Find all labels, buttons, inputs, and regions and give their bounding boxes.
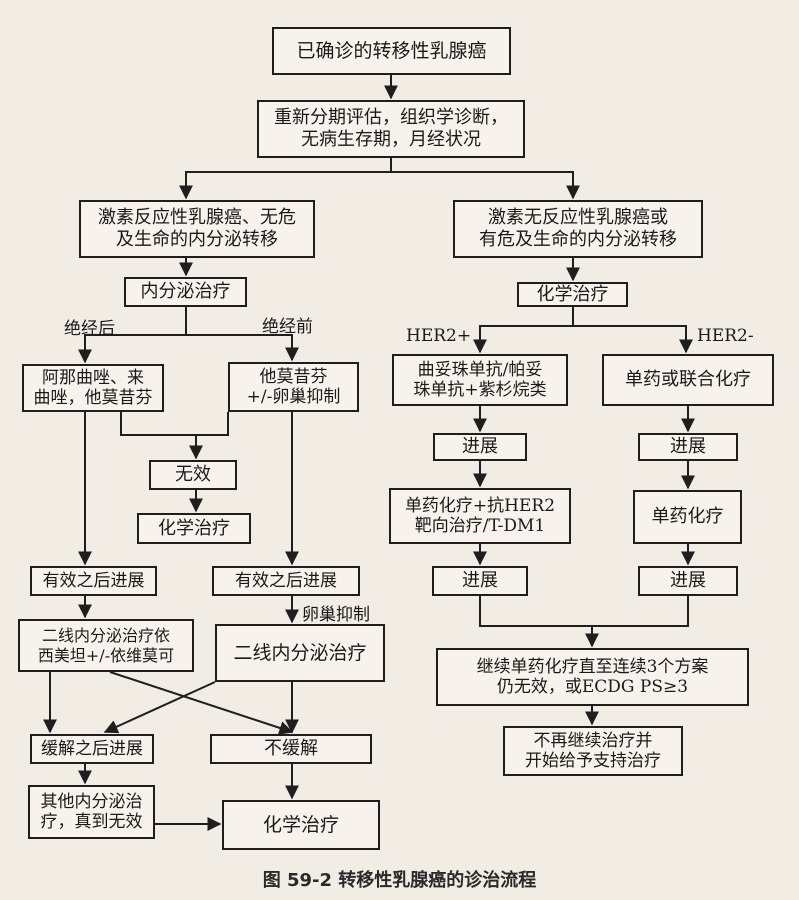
node-single-chemo-anti-her2: 单药化疗+抗HER2 靶向治疗/T-DM1 (389, 488, 571, 544)
node-progress-d: 进展 (638, 566, 738, 596)
node-tamoxifen-ovarian: 他莫昔芬 +/-卵巢抑制 (228, 362, 359, 412)
label-premenopausal: 绝经前 (262, 317, 313, 337)
node-second-line-exemestane: 二线内分泌治疗依 西美坦+/-依维莫可 (18, 619, 194, 672)
node-progress-b: 进展 (638, 433, 738, 461)
node-single-chemo: 单药化疗 (633, 490, 742, 544)
node-other-endocrine: 其他内分泌治 疗，真到无效 (28, 785, 155, 839)
node-progress-after-effective-1: 有效之后进展 (30, 566, 157, 596)
label-her2-negative: HER2- (697, 326, 754, 346)
node-ineffective: 无效 (149, 460, 237, 490)
node-no-remission: 不缓解 (210, 734, 372, 764)
node-hormone-nonresponsive: 激素无反应性乳腺癌或 有危及生命的内分泌转移 (453, 200, 703, 258)
node-endocrine-therapy: 内分泌治疗 (124, 277, 247, 307)
label-ovarian-suppression: 卵巢抑制 (302, 605, 370, 625)
node-supportive-care: 不再继续治疗并 开始给予支持治疗 (503, 726, 683, 776)
node-progress-after-effective-2: 有效之后进展 (212, 566, 360, 596)
label-her2-positive: HER2+ (406, 326, 472, 346)
node-chemotherapy-right-top: 化学治疗 (517, 282, 628, 307)
node-continue-single-chemo: 继续单药化疗直至连续3个方案 仍无效，或ECDG PS≥3 (436, 648, 749, 706)
node-chemotherapy-bottom: 化学治疗 (222, 800, 380, 850)
node-hormone-responsive: 激素反应性乳腺癌、无危 及生命的内分泌转移 (79, 200, 315, 258)
node-her2-positive-therapy: 曲妥珠单抗/帕妥 珠单抗+紫杉烷类 (392, 354, 568, 406)
node-confirmed: 已确诊的转移性乳腺癌 (272, 27, 511, 75)
label-postmenopausal: 绝经后 (64, 319, 115, 339)
node-progress-after-remission: 缓解之后进展 (30, 734, 154, 764)
node-second-line-endocrine: 二线内分泌治疗 (215, 624, 385, 682)
node-her2-negative-therapy: 单药或联合化疗 (602, 354, 774, 406)
node-aromatase-inhibitors: 阿那曲唑、来 曲唑，他莫昔芬 (22, 364, 164, 412)
node-restage: 重新分期评估，组织学诊断， 无病生存期，月经状况 (257, 100, 525, 158)
node-chemotherapy-left: 化学治疗 (137, 513, 251, 544)
node-progress-a: 进展 (433, 433, 527, 461)
node-progress-c: 进展 (432, 566, 528, 596)
figure-caption: 图 59-2 转移性乳腺癌的诊治流程 (262, 870, 537, 891)
